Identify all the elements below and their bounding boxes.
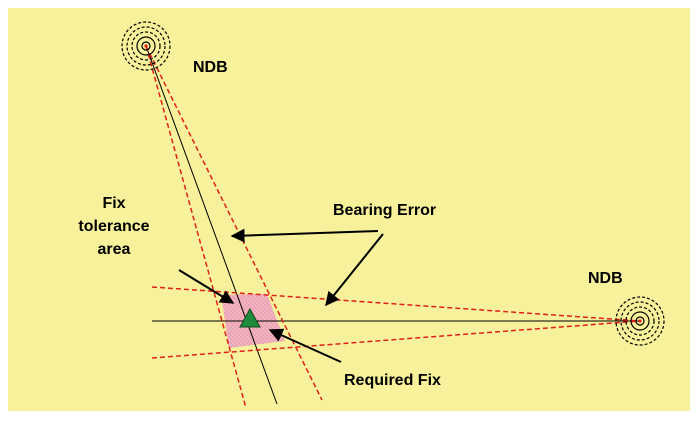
required-fix-label: Required Fix xyxy=(344,372,441,389)
fix-tolerance-label-line1: Fix xyxy=(102,195,125,212)
arrow-bearing-error-left xyxy=(230,228,379,243)
ndb-top-label: NDB xyxy=(193,59,228,76)
bearing-line-top-ndb xyxy=(145,45,278,405)
error-line-right-lower xyxy=(151,320,641,359)
ndb-right-label: NDB xyxy=(588,270,623,287)
arrow-fix-tolerance xyxy=(178,269,235,304)
arrow-bearing-error-right xyxy=(325,233,384,307)
annotation-arrows xyxy=(178,228,384,363)
ndb-top-beacon-icon xyxy=(121,21,171,71)
ndb-right-beacon-icon xyxy=(615,296,665,346)
fix-tolerance-label-line2: tolerance xyxy=(78,218,149,235)
error-line-top-left xyxy=(145,45,247,409)
background-panel xyxy=(8,8,690,411)
required-fix-icon xyxy=(239,307,261,328)
arrow-required-fix xyxy=(268,328,342,363)
fix-tolerance-label-line3: area xyxy=(98,241,131,258)
bearing-error-label: Bearing Error xyxy=(333,202,436,219)
